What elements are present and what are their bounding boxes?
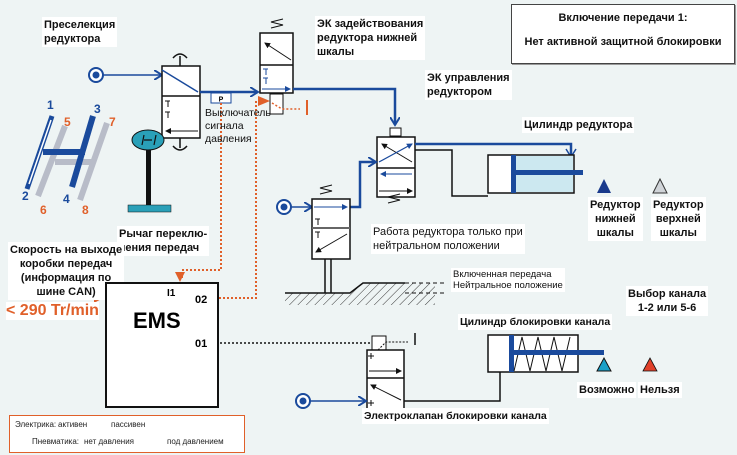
label-line: редуктора — [44, 33, 101, 45]
label-cylinder-lock: Цилиндр блокировки канала — [458, 314, 613, 330]
gear-label-5: 5 — [64, 115, 71, 129]
gear-label-4: 4 — [63, 192, 70, 206]
legend-electric-passive: пассивен — [111, 420, 146, 429]
label-neutral-only: Работа редуктора только при нейтральном … — [371, 224, 525, 254]
label-line: Редуктор — [653, 199, 704, 211]
label-reducer-high: Редуктор верхней шкалы — [651, 197, 706, 241]
label-line: редуктором — [427, 86, 492, 98]
label-line: Рычаг переклю- — [119, 228, 208, 240]
channel-lock-solenoid — [366, 333, 416, 411]
shift-lever — [127, 129, 172, 213]
gear-label-1: 1 — [47, 98, 54, 112]
gear-shift-pattern — [24, 115, 110, 201]
label-pressure-switch: Выключатель сигнала давления — [203, 106, 273, 147]
label-valve-low-range: ЭК задействования редуктора нижней шкалы — [315, 16, 426, 60]
preselection-valve — [161, 53, 201, 151]
legend-pneumatic-label: Пневматика: — [32, 437, 80, 446]
label-preselection: Преселекция редуктора — [42, 17, 118, 47]
label-shift-lever: Рычаг переклю- чения передач — [117, 226, 210, 256]
legend-electric-active: активен — [58, 420, 88, 429]
label-line: шкалы — [596, 227, 634, 239]
label-line: шине CAN) — [36, 286, 96, 298]
reducer-cylinder — [487, 154, 583, 194]
label-line: давления — [205, 133, 252, 145]
label-line: 1-2 или 5-6 — [637, 302, 697, 314]
label-line: (информация по — [20, 272, 112, 284]
label-line: редуктора нижней — [317, 32, 418, 44]
pneumatic-line-to-cylinder — [415, 142, 573, 155]
label-output-speed: Скорость на выходе коробки передач (инфо… — [8, 242, 125, 300]
legend-pneumatic-no-pressure: нет давления — [84, 437, 135, 446]
gear-label-3: 3 — [94, 102, 101, 116]
label-solenoid-lock: Электроклапан блокировки канала — [362, 408, 549, 424]
ems-title: EMS — [133, 308, 181, 333]
gear-label-8: 8 — [82, 203, 89, 217]
label-channel-select: Выбор канала 1-2 или 5-6 — [626, 286, 709, 316]
legend-electric-label: Электрика: — [15, 420, 57, 429]
label-line: сигнала — [205, 120, 244, 132]
neutral-detect-valve — [311, 184, 351, 293]
pneumatic-line-to-control-valve — [293, 87, 395, 125]
label-forbidden: Нельзя — [638, 382, 682, 398]
speed-value: < 290 Tr/min — [6, 302, 99, 320]
indicator-low-range — [597, 179, 611, 193]
channel-lock-cylinder — [487, 334, 604, 373]
pneumatic-line-lock-cylinder — [404, 372, 501, 402]
label-line: нижней — [594, 213, 636, 225]
indicator-high-range — [652, 177, 668, 194]
reducer-control-valve — [376, 127, 416, 204]
gear-label-2: 2 — [22, 189, 29, 203]
label-line: Скорость на выходе — [10, 244, 123, 256]
label-line: шкалы — [317, 46, 355, 58]
status-box: Включение передачи 1: Нет активной защит… — [511, 4, 735, 64]
gear-label-6: 6 — [40, 203, 47, 217]
ems-input-i1: I1 — [167, 288, 176, 299]
label-line: Выключатель — [205, 107, 271, 119]
label-neutral-position: Нейтральное положение — [453, 280, 563, 291]
label-possible: Возможно — [577, 382, 637, 398]
label-line: ЭК управления — [427, 72, 510, 84]
gear-label-7: 7 — [109, 115, 116, 129]
legend: Электрика: активен пассивен Пневматика: … — [9, 415, 245, 453]
status-title: Включение передачи 1: — [558, 12, 688, 24]
label-line: нейтральном положении — [373, 240, 500, 252]
label-line: Выбор канала — [628, 288, 707, 300]
label-valve-control: ЭК управления редуктором — [425, 70, 512, 100]
gear-cam-profile — [285, 282, 445, 305]
ems-output-01: 01 — [195, 338, 208, 350]
pressure-switch-symbol: P — [219, 97, 224, 104]
label-line: Редуктор — [590, 199, 641, 211]
electric-line-ems-02 — [216, 101, 257, 299]
label-cam-states: Включенная передача Нейтральное положени… — [451, 268, 565, 292]
status-subtitle: Нет активной защитной блокировки — [524, 36, 722, 48]
indicator-possible — [596, 356, 612, 372]
indicator-forbidden — [642, 357, 658, 372]
air-source-channel-lock — [295, 393, 311, 409]
air-source-preselection — [88, 67, 104, 83]
pneumatic-line-return — [415, 149, 488, 197]
label-line: Преселекция — [44, 19, 116, 31]
pneumatic-line-neutral — [350, 162, 376, 209]
low-range-engage-valve — [258, 18, 308, 115]
air-source-neutral — [276, 199, 292, 215]
legend-pneumatic-pressure: под давлением — [167, 437, 224, 446]
label-reducer-low: Редуктор нижней шкалы — [588, 197, 643, 241]
ems-unit: I1 02 EMS 01 — [105, 282, 219, 408]
label-line: ЭК задействования — [317, 18, 424, 30]
label-line: верхней — [655, 213, 701, 225]
ems-output-02: 02 — [195, 294, 208, 306]
label-line: чения передач — [119, 242, 200, 254]
label-line: коробки передач — [19, 258, 113, 270]
label-gear-engaged: Включенная передача — [453, 269, 552, 280]
label-line: шкалы — [659, 227, 697, 239]
label-line: Работа редуктора только при — [373, 226, 523, 238]
label-cylinder-reducer: Цилиндр редуктора — [522, 117, 635, 133]
